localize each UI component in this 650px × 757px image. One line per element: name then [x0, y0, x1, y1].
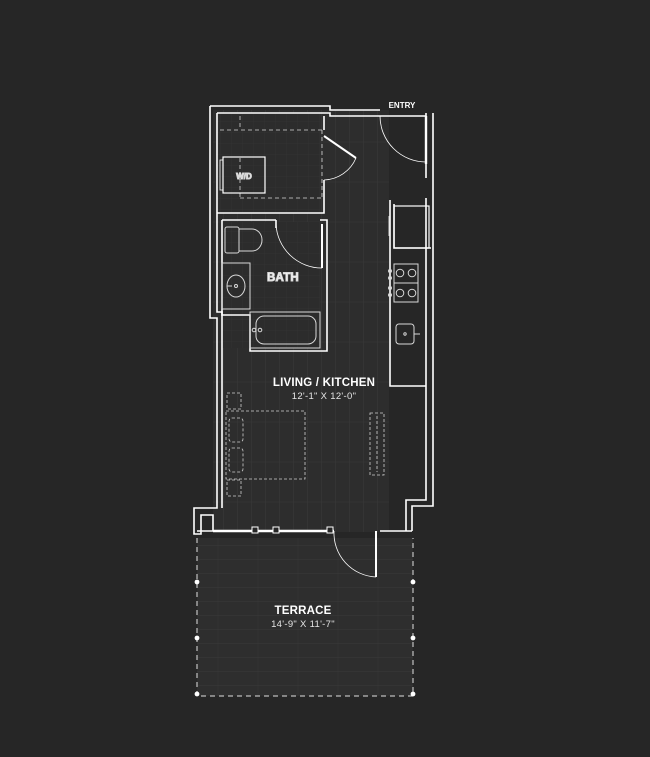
post-1 [194, 579, 200, 585]
bed [225, 410, 306, 480]
terrace-door-swing [333, 530, 377, 578]
furniture [225, 392, 385, 497]
post-4 [410, 579, 416, 585]
burner-4 [407, 288, 417, 298]
wd-label: W/D [236, 172, 252, 181]
entry-label: ENTRY [389, 101, 416, 110]
outer-wall-left [193, 106, 218, 535]
kitchen [388, 205, 430, 345]
toilet-tank [224, 226, 240, 254]
outer-wall-right [405, 113, 434, 531]
mullion-1 [251, 526, 259, 534]
post-6 [410, 691, 416, 697]
washer-dryer-back [219, 159, 224, 191]
toilet-bowl [239, 228, 263, 252]
outer-wall-top [210, 105, 380, 111]
tub-faucet-1 [251, 327, 257, 333]
living-name: LIVING / KITCHEN [273, 377, 375, 389]
pillow-2 [228, 447, 244, 473]
bath-wall [221, 219, 328, 352]
terrace-name: TERRACE [275, 605, 332, 617]
laundry-door-leaf [323, 135, 357, 159]
burner-3 [395, 288, 405, 298]
pillow-1 [228, 417, 244, 443]
terrace-dims: 14'-9" X 11'-7" [271, 619, 335, 630]
bath-floor [222, 222, 320, 348]
living-dims: 12'-1" X 12'-0" [292, 391, 357, 402]
burner-2 [407, 268, 417, 278]
laundry-wall [217, 116, 325, 214]
laundry-floor [216, 113, 320, 213]
post-2 [194, 635, 200, 641]
terrace-dashed-border [196, 538, 414, 697]
fridge [393, 205, 430, 249]
knob-3 [388, 286, 392, 290]
mullion-2 [272, 526, 280, 534]
outer-wall-top-inner [217, 112, 380, 117]
nightstand-bottom [226, 479, 242, 497]
kitchen-sink [395, 323, 415, 345]
terrace-outline [194, 538, 416, 697]
burner-1 [395, 268, 405, 278]
knob-4 [388, 293, 392, 297]
knob-2 [388, 276, 392, 280]
vanity-drain [234, 284, 238, 288]
walls [193, 105, 434, 535]
bath-door-swing [275, 223, 323, 269]
room-labels: ENTRY LIVING / KITCHEN 12'-1" X 12'-0" T… [271, 101, 416, 630]
bath-fixtures: BATH [221, 226, 321, 349]
bench [369, 412, 385, 476]
mullion-3 [326, 526, 334, 534]
vanity [221, 262, 251, 310]
post-3 [194, 691, 200, 697]
bath-label: BATH [267, 272, 299, 284]
nightstand-top [226, 392, 242, 410]
tub-faucet-2 [257, 327, 263, 333]
doors [213, 115, 428, 578]
kitchen-counter [389, 200, 426, 387]
knob-1 [388, 269, 392, 273]
laundry-shelf-dashed [220, 116, 323, 199]
bathtub [249, 311, 321, 349]
post-5 [410, 635, 416, 641]
laundry: W/D [219, 116, 323, 199]
laundry-door-swing [323, 157, 357, 181]
entry-door-swing [379, 115, 427, 163]
terrace-floor [197, 538, 413, 696]
kitchen-drain [403, 332, 407, 336]
